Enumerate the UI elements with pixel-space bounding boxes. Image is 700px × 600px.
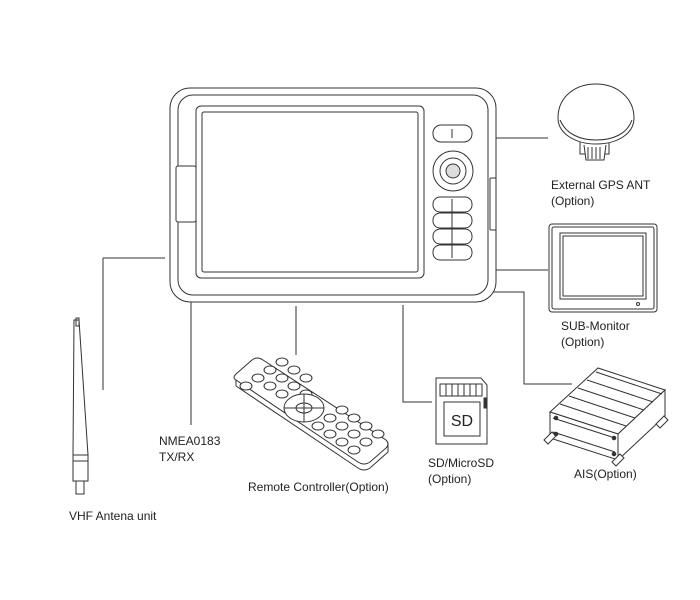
ais-label: AIS(Option) [574,467,637,481]
sd-card-icon [435,377,488,445]
sd-title-label: SD/MicroSD [428,456,495,470]
connection-lines [102,137,572,425]
gps-title-label: External GPS ANT [551,178,651,192]
ais-cable [492,291,572,385]
nmea-title-label: NMEA0183 [159,434,221,448]
ais-transponder-icon [543,367,669,467]
sd-card-text: SD [451,413,473,430]
submonitor-option-label: (Option) [561,335,605,349]
gps-option-label: (Option) [551,194,595,208]
sd-option-label: (Option) [428,472,472,486]
chart-plotter-icon [169,87,497,303]
sub-monitor-icon [548,223,658,313]
nmea-sub-label: TX/RX [159,450,195,464]
gps-antenna-icon [557,83,635,161]
remote-label: Remote Controller(Option) [248,480,389,494]
vhf-antenna-icon [72,317,89,495]
remote-controller-icon [233,357,389,471]
vhf-label: VHF Antena unit [69,509,157,523]
submonitor-title-label: SUB-Monitor [561,319,630,333]
sd-cable [402,305,432,403]
